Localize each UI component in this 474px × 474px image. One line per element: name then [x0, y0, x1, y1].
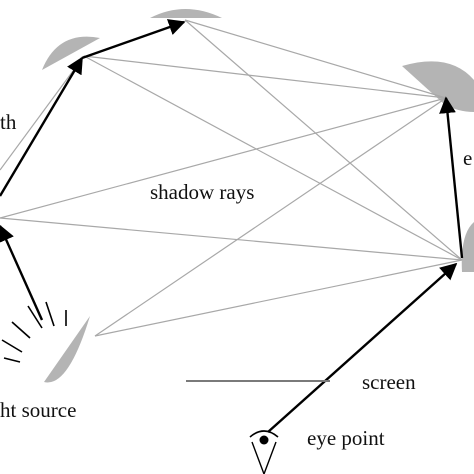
shadow-ray: [83, 55, 447, 99]
light-burst-icon: [1, 301, 67, 363]
surface-top-left: [42, 36, 100, 70]
path-arrow-group: [0, 19, 464, 433]
surface-right-lower: [461, 222, 474, 272]
eye-icon: [249, 430, 279, 474]
light-source-label: ht source: [0, 398, 77, 422]
shadow-ray: [94, 97, 447, 337]
surface-right-upper: [402, 61, 474, 112]
shadow-rays-label: shadow rays: [150, 180, 255, 204]
shadow-ray: [0, 97, 447, 219]
shadow-ray: [184, 19, 447, 99]
eye-point-label: eye point: [307, 426, 385, 450]
shadow-ray-group: [0, 19, 463, 337]
shadow-ray: [83, 55, 463, 261]
path-arrow: [439, 96, 464, 259]
shadow-ray: [94, 259, 463, 337]
surface-top-center: [150, 9, 222, 18]
surface-light-source: [44, 316, 90, 383]
screen-label: screen: [362, 370, 416, 394]
path-arrow: [81, 19, 186, 60]
path-arrow: [0, 56, 84, 197]
path-arrow: [267, 262, 458, 433]
eye-path-label: e: [463, 146, 473, 170]
shadow-ray: [0, 217, 463, 261]
shadow-ray: [184, 19, 463, 261]
path-arrow: [0, 224, 44, 321]
path-label: th: [0, 110, 17, 134]
